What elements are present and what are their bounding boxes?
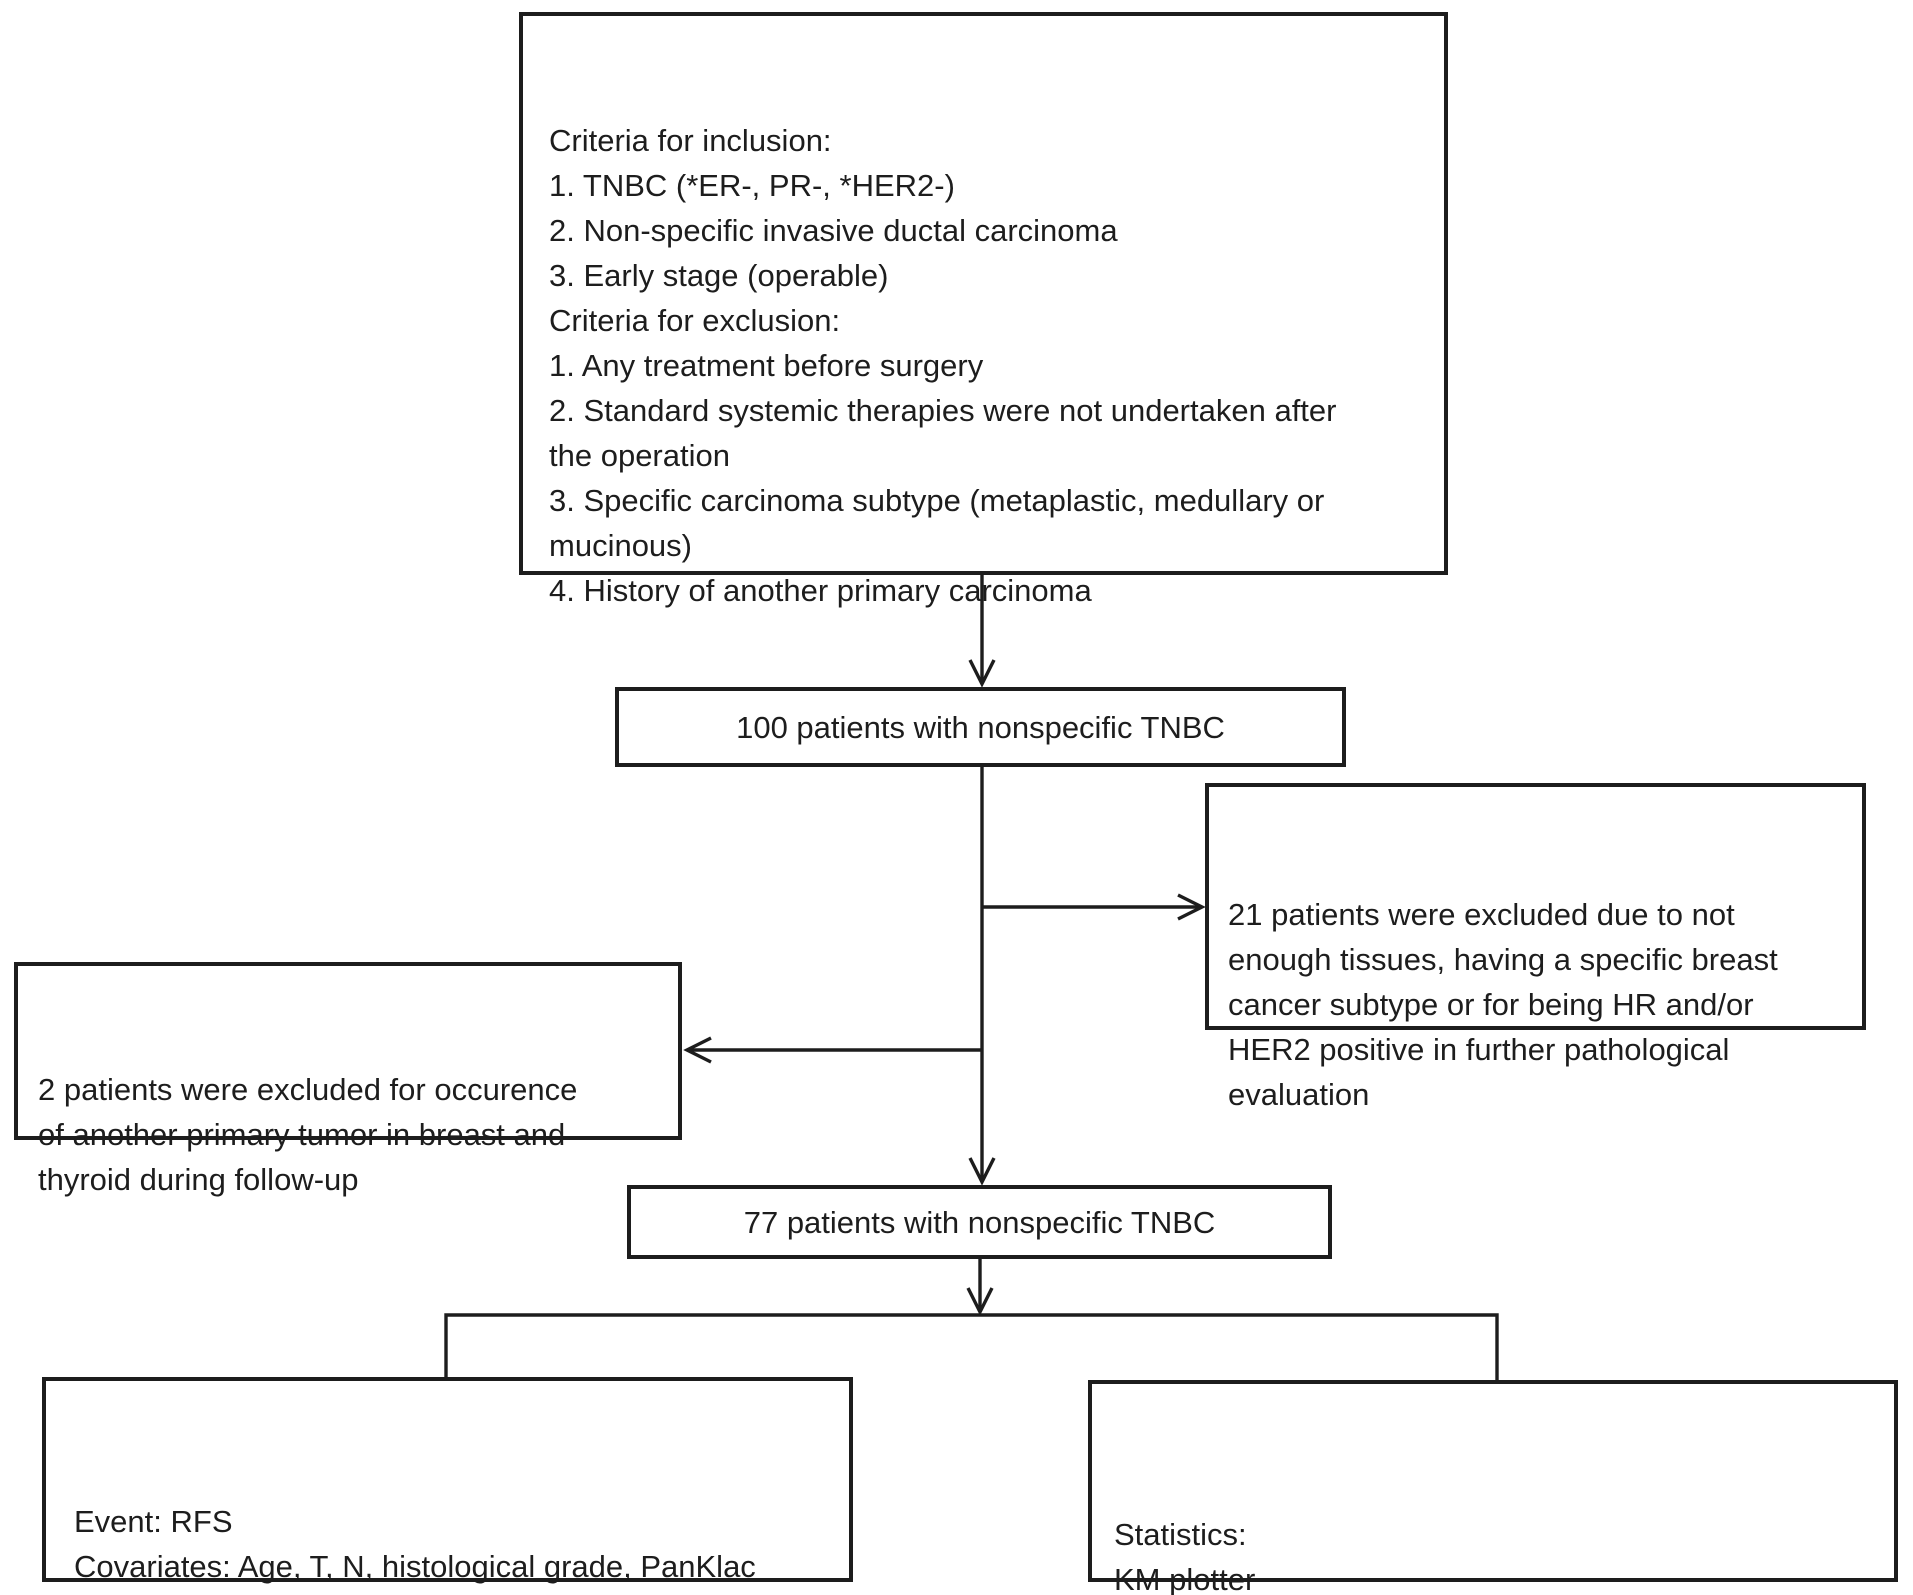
statistics-text: Statistics: KM plotter Uni-, multi-varia… — [1114, 1517, 1256, 1595]
split-bracket — [444, 1313, 1499, 1382]
excluded-21-text: 21 patients were excluded due to not eno… — [1228, 897, 1778, 1112]
box-cohort-77: 77 patients with nonspecific TNBC — [627, 1185, 1332, 1259]
box-inclusion-exclusion-criteria: Criteria for inclusion: 1. TNBC (*ER-, P… — [519, 12, 1448, 608]
cohort-100-label: 100 patients with nonspecific TNBC — [736, 709, 1225, 745]
criteria-text: Criteria for inclusion: 1. TNBC (*ER-, P… — [549, 123, 1337, 608]
cohort-77-label: 77 patients with nonspecific TNBC — [743, 1204, 1216, 1240]
box-event-covariates: Event: RFS Covariates: Age, T, N, histol… — [42, 1377, 853, 1595]
box-excluded-21: 21 patients were excluded due to not eno… — [1205, 783, 1866, 1112]
box-statistics: Statistics: KM plotter Uni-, multi-varia… — [1088, 1380, 1898, 1595]
event-covariates-text: Event: RFS Covariates: Age, T, N, histol… — [74, 1504, 756, 1595]
excluded-2-text: 2 patients were excluded for occurence o… — [38, 1072, 578, 1197]
box-excluded-2: 2 patients were excluded for occurence o… — [14, 962, 682, 1197]
box-cohort-100: 100 patients with nonspecific TNBC — [615, 687, 1346, 767]
